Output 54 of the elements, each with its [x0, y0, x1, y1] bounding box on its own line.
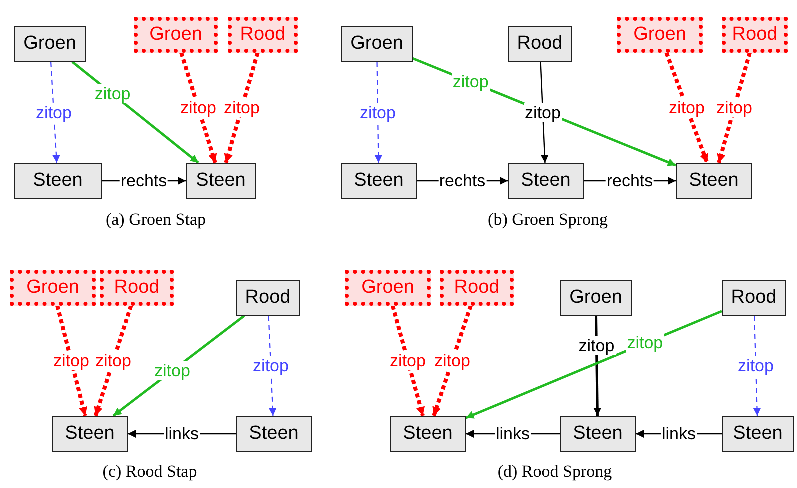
edge-label: zitop [716, 98, 754, 118]
arrow [224, 52, 260, 164]
edge-label: zitop [52, 352, 90, 370]
edge-label: zitop [434, 352, 472, 370]
node-box: Steen [676, 163, 752, 199]
node-box: Groen [560, 280, 632, 316]
node-box: Steen [341, 163, 417, 199]
dotted-node-box: Rood [440, 270, 514, 306]
node-box: Groen [14, 26, 86, 62]
arrow [432, 305, 473, 417]
edge-label: zitop [626, 334, 664, 353]
arrow [664, 52, 710, 164]
figure-caption: (c) Rood Stap [102, 462, 198, 482]
node-box: Steen [508, 163, 584, 199]
edge-label: zitop [35, 103, 73, 122]
node-box: Rood [508, 26, 572, 62]
figure-caption: (b) Groen Sprong [488, 210, 608, 230]
edge-label: zitop [223, 98, 261, 118]
node-box: Groen [341, 26, 413, 62]
node-box: Steen [722, 416, 794, 452]
edge-label: zitop [524, 103, 562, 122]
edge-label: zitop [252, 356, 290, 376]
edge-label: zitop [578, 336, 616, 356]
figure-caption: (a) Groen Stap [106, 210, 206, 230]
arrow [56, 306, 88, 416]
edge-label: zitop [180, 98, 218, 118]
node-box: Rood [236, 280, 300, 316]
edge-label: zitop [359, 103, 397, 122]
dotted-node-box: Groen [345, 270, 431, 306]
edge-label: zitop [389, 352, 427, 370]
edge-label: zitop [668, 98, 706, 118]
edge-label: zitop [737, 356, 775, 376]
node-box: Steen [52, 416, 128, 452]
dotted-node-box: Rood [100, 270, 174, 306]
dotted-node-box: Groen [10, 270, 96, 306]
edge-label: zitop [154, 362, 192, 380]
node-box: Steen [14, 163, 102, 199]
edge-label: zitop [452, 72, 490, 92]
arrow [94, 305, 134, 417]
node-box: Steen [560, 416, 636, 452]
arrow [717, 52, 752, 164]
node-box: Steen [186, 163, 256, 199]
figure-caption: (d) Rood Sprong [498, 462, 612, 482]
edge-label: zitop [94, 352, 132, 370]
dotted-node-box: Groen [134, 17, 218, 53]
node-box: Steen [390, 416, 466, 452]
dotted-node-box: Rood [722, 17, 788, 53]
arrow [391, 305, 425, 417]
dotted-node-box: Rood [228, 17, 298, 53]
node-box: Rood [722, 280, 786, 316]
arrow [180, 52, 218, 164]
node-box: Steen [236, 416, 312, 452]
dotted-node-box: Groen [617, 17, 703, 53]
edge-label: zitop [94, 84, 132, 104]
